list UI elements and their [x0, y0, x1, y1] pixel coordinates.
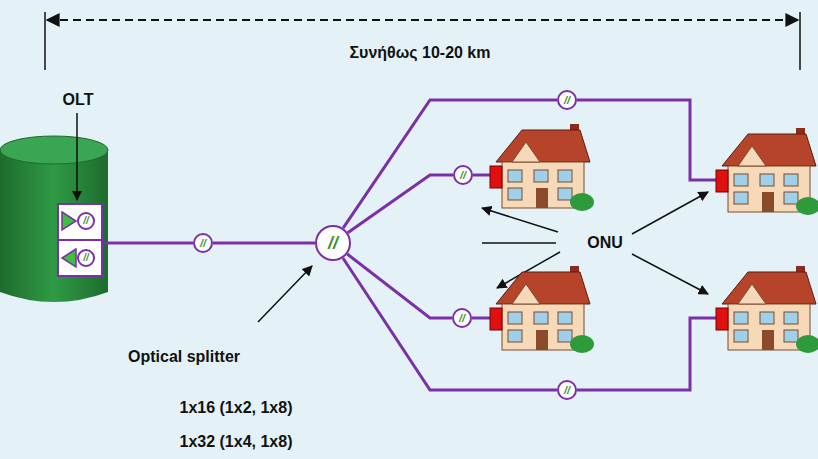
house-icon	[716, 128, 818, 215]
fiber-mark: //	[564, 385, 570, 396]
fiber-mark: //	[83, 253, 89, 263]
fiber-mark: //	[460, 170, 466, 181]
diagram-label: Συνήθως 10-20 km	[349, 44, 490, 62]
house-icon	[716, 266, 818, 353]
olt-cylinder	[0, 136, 108, 302]
houses	[490, 124, 818, 353]
fiber-mark: //	[564, 95, 570, 106]
fiber-mark: //	[459, 313, 465, 324]
diagram-label: ONU	[587, 234, 623, 252]
splitter-pointer	[258, 266, 312, 322]
diagram-label: 1x16 (1x2, 1x8)	[180, 399, 293, 417]
house-icon	[490, 124, 594, 211]
distance-dimension	[45, 12, 800, 70]
fiber-circle: //	[452, 308, 472, 328]
fiber-circle: //	[453, 165, 473, 185]
fiber-circle: //	[193, 233, 213, 253]
fiber-connector	[343, 258, 557, 390]
fiber-mark: //	[200, 238, 206, 249]
fiber-circle: //	[557, 380, 577, 400]
diagram-label: Optical splitter	[128, 348, 240, 366]
fiber-connector	[348, 175, 453, 233]
fiber-connector	[213, 242, 315, 245]
fiber-circle: //	[315, 225, 351, 261]
olt-pointer	[76, 113, 78, 200]
fiber-circle: //	[77, 212, 95, 230]
fiber-mark: //	[83, 216, 89, 226]
fiber-mark: //	[328, 234, 338, 252]
fiber-connector	[343, 100, 557, 228]
fiber-line	[102, 100, 716, 390]
house-icon	[490, 266, 594, 353]
fiber-circle: //	[557, 90, 577, 110]
diagram-label: 1x32 (1x4, 1x8)	[180, 433, 293, 451]
fiber-circle: //	[77, 249, 95, 267]
diagram-label: OLT	[63, 91, 94, 109]
